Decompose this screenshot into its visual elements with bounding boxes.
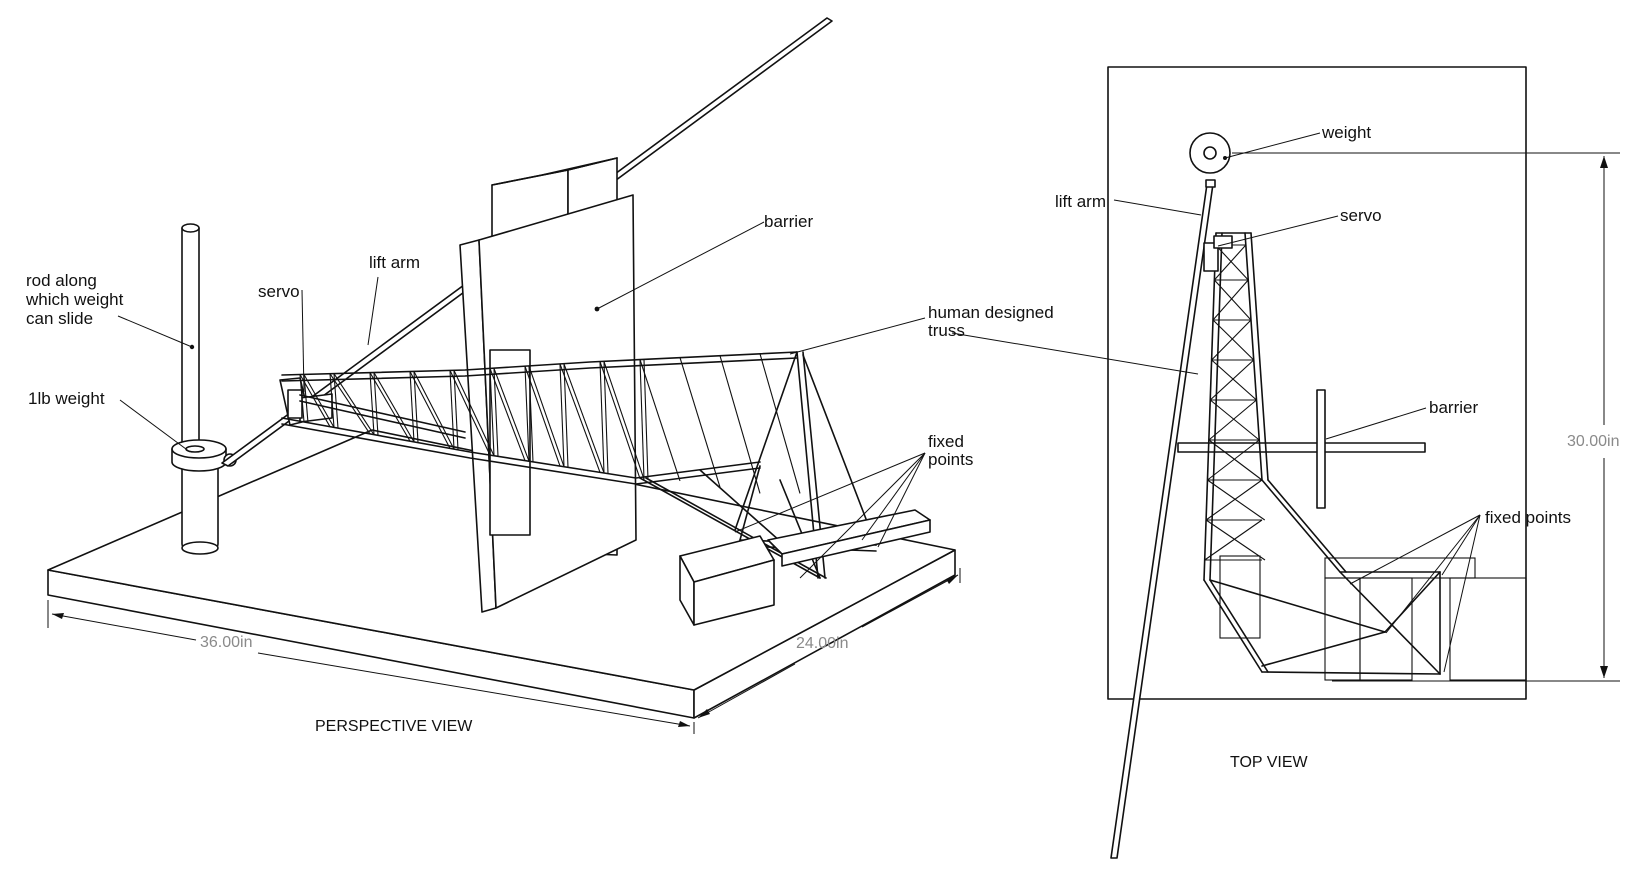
fixed-points-label-line-2: points <box>928 450 973 469</box>
rod-label-line-2: which weight <box>25 290 124 309</box>
slide-rod <box>181 223 200 451</box>
fixed-points-label-line-1: fixed <box>928 432 964 451</box>
top-servo <box>1203 235 1233 272</box>
perspective-leaders <box>117 221 926 579</box>
length-dimension-label: 36.00in <box>200 634 253 651</box>
truss-label-line-1: human designed <box>928 303 1054 322</box>
top-servo-label: servo <box>1340 206 1382 225</box>
top-lift-arm <box>1110 179 1216 859</box>
one-pound-weight <box>171 439 237 472</box>
top-view: weight lift arm servo barrier fixed poin… <box>951 66 1620 859</box>
top-lift-arm-label: lift arm <box>1055 192 1106 211</box>
rod-label-line-3: can slide <box>26 309 93 328</box>
lift-arm-label: lift arm <box>369 253 420 272</box>
top-fixed-blocks <box>1219 555 1527 681</box>
perspective-view: rod along which weight can slide 1lb wei… <box>25 17 1054 735</box>
width-dimension-label: 24.00in <box>796 635 849 652</box>
fixed-point-blocks <box>679 509 931 626</box>
servo-label: servo <box>258 282 300 301</box>
rod-label-line-1: rod along <box>26 271 97 290</box>
dimension-36in <box>47 600 695 734</box>
height-dimension-label: 30.00in <box>1567 433 1620 450</box>
top-fixed-points-label: fixed points <box>1485 508 1571 527</box>
top-barrier-label: barrier <box>1429 398 1478 417</box>
dimension-24in <box>697 568 961 719</box>
top-weight <box>1189 132 1231 174</box>
dimension-30in <box>1232 152 1620 682</box>
perspective-view-caption: PERSPECTIVE VIEW <box>315 718 473 735</box>
top-leaders <box>951 132 1481 673</box>
top-view-caption: TOP VIEW <box>1230 754 1309 771</box>
barrier-label: barrier <box>764 212 813 231</box>
barrier-front <box>459 194 637 613</box>
top-view-platform <box>1107 66 1527 700</box>
weight-label: 1lb weight <box>28 389 105 408</box>
top-barrier <box>1177 389 1426 509</box>
top-weight-label: weight <box>1321 123 1371 142</box>
truss-label-line-2: truss <box>928 321 965 340</box>
truss <box>281 351 877 579</box>
